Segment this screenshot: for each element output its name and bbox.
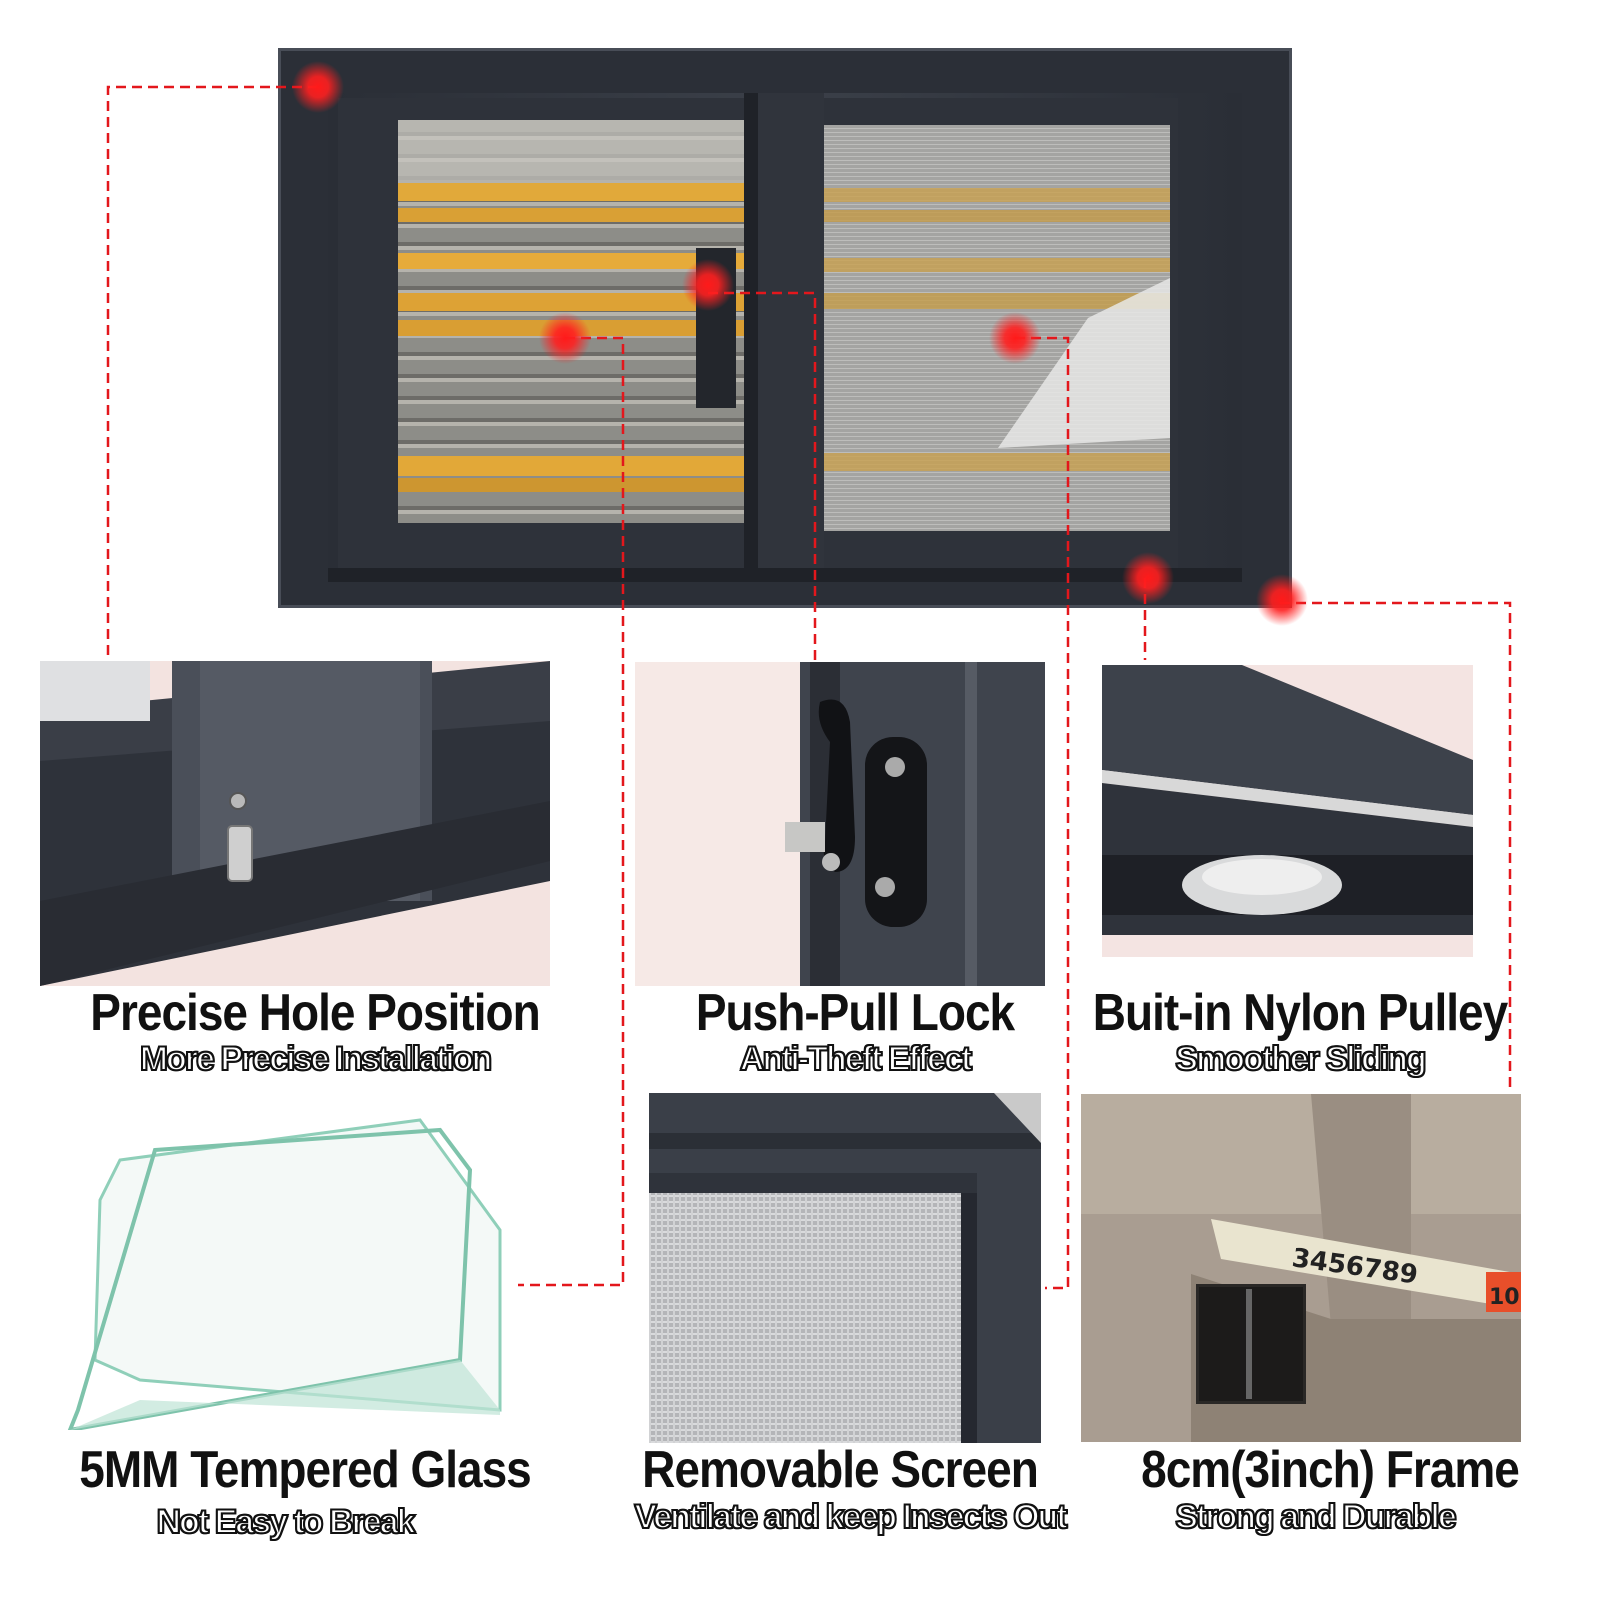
feature-title-frame: 8cm(3inch) Frame — [1141, 1439, 1520, 1499]
feature-subtitle-frame: Strong and Durable — [1174, 1497, 1457, 1537]
hole-position-photo — [40, 661, 550, 986]
removable-screen-photo — [649, 1093, 1041, 1443]
feature-title-glass: 5MM Tempered Glass — [79, 1439, 532, 1499]
window-main-photo — [275, 45, 1295, 611]
feature-subtitle-pulley: Smoother Sliding — [1174, 1039, 1427, 1079]
feature-title-pulley: Buit-in Nylon Pulley — [1092, 982, 1508, 1042]
window-frame-drawing — [275, 45, 1295, 611]
feature-subtitle-glass: Not Easy to Break — [156, 1502, 417, 1542]
feature-title-lock: Push-Pull Lock — [695, 982, 1015, 1042]
tempered-glass-photo — [60, 1110, 530, 1430]
feature-subtitle-screen: Ventilate and keep Insects Out — [633, 1497, 1068, 1537]
push-pull-lock-photo — [635, 662, 1045, 986]
frame-tape-measure-photo: 3456789 10 — [1081, 1094, 1521, 1442]
feature-title-screen: Removable Screen — [642, 1439, 1039, 1499]
tape-end-number: 10 — [1489, 1285, 1520, 1310]
feature-subtitle-lock: Anti-Theft Effect — [739, 1039, 973, 1079]
nylon-pulley-photo — [1102, 665, 1473, 957]
feature-subtitle-hole-position: More Precise Installation — [139, 1039, 494, 1079]
feature-title-hole-position: Precise Hole Position — [90, 982, 540, 1042]
